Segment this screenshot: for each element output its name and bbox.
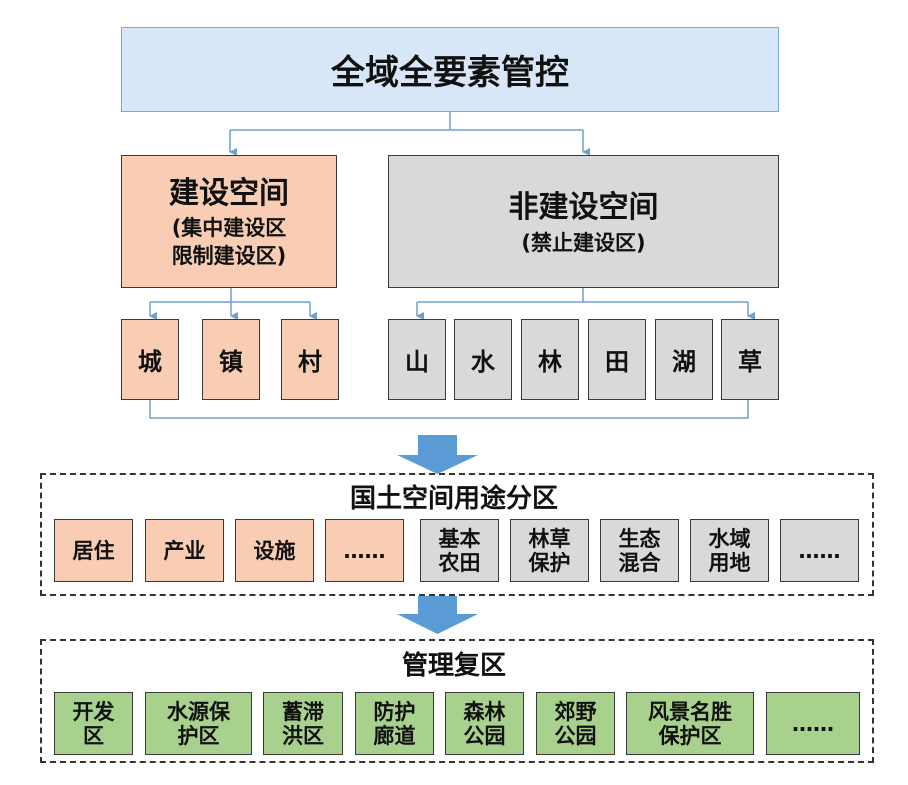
zoning-orange-item: 设施 <box>235 519 314 582</box>
construction-line2: 限制建设区) <box>171 243 287 268</box>
zoning-section <box>40 473 874 596</box>
nonconstruction-item: 草 <box>721 319 779 400</box>
zoning-title: 国土空间用途分区 <box>349 484 558 514</box>
zoning-gray-item: 水域用地 <box>690 519 769 582</box>
nonconstruction-item: 水 <box>454 319 512 400</box>
zoning-orange-item: 产业 <box>145 519 224 582</box>
zoning-orange-item: …… <box>325 519 404 582</box>
zoning-gray-item: 林草保护 <box>510 519 589 582</box>
nonconstruction-title: 非建设空间 <box>508 189 659 225</box>
zoning-orange-item: 居住 <box>54 519 133 582</box>
overlay-item: 开发区 <box>54 692 133 755</box>
overlay-item: 风景名胜保护区 <box>626 692 754 755</box>
construction-item: 城 <box>121 319 179 400</box>
overlay-item: 郊野公园 <box>536 692 615 755</box>
construction-item: 村 <box>281 319 339 400</box>
overlay-item: 蓄滞洪区 <box>263 692 343 755</box>
top-title: 全域全要素管控 <box>331 53 569 93</box>
zoning-gray-item: …… <box>780 519 859 582</box>
construction-line1: (集中建设区 <box>171 215 287 240</box>
overlay-item: …… <box>766 692 860 755</box>
construction-space-box: 建设空间 (集中建设区 限制建设区) <box>121 155 337 288</box>
zoning-gray-item: 基本农田 <box>420 519 499 582</box>
top-control-box: 全域全要素管控 <box>121 27 779 112</box>
nonconstruction-sub: (禁止建设区) <box>521 230 646 255</box>
overlay-item: 水源保护区 <box>145 692 252 755</box>
construction-item: 镇 <box>202 319 260 400</box>
construction-title: 建设空间 <box>169 175 289 211</box>
nonconstruction-space-box: 非建设空间 (禁止建设区) <box>388 155 779 288</box>
nonconstruction-item: 湖 <box>655 319 713 400</box>
nonconstruction-item: 田 <box>588 319 646 400</box>
nonconstruction-item: 林 <box>521 319 579 400</box>
overlay-item: 防护廊道 <box>355 692 434 755</box>
overlay-section <box>40 639 874 763</box>
nonconstruction-item: 山 <box>388 319 446 400</box>
overlay-title: 管理复区 <box>401 651 506 681</box>
zoning-gray-item: 生态混合 <box>600 519 679 582</box>
overlay-item: 森林公园 <box>445 692 524 755</box>
